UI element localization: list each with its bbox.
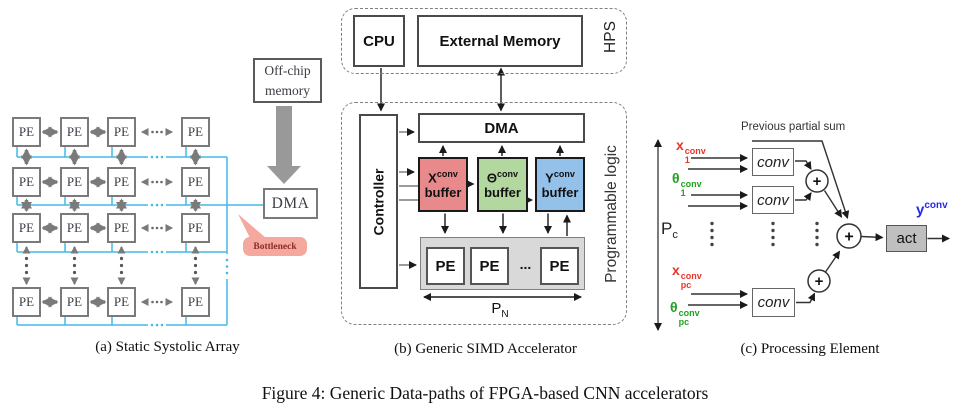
pe-cell: PE	[12, 213, 41, 243]
pe-cell: PE	[181, 117, 210, 147]
svg-text:+: +	[844, 229, 853, 246]
pe-cell: PE	[60, 213, 89, 243]
pe-cell: PE	[107, 287, 136, 317]
pn-label: PN	[491, 300, 509, 321]
pe-cell: PE	[60, 287, 89, 317]
cpu-box: CPU	[353, 15, 405, 67]
pe-lane: PE	[470, 247, 509, 285]
pe-adder-circles	[805, 169, 862, 293]
offchip-to-dma-arrow	[267, 106, 301, 184]
pe-col-dots	[710, 221, 819, 247]
conv-unit: conv	[752, 148, 794, 176]
figure-title: Figure 4: Generic Data-paths of FPGA-bas…	[261, 383, 709, 403]
systolic-pe-links	[21, 126, 201, 308]
pe-cell: PE	[107, 213, 136, 243]
svg-text:+: +	[813, 173, 822, 190]
pe-lane: PE	[426, 247, 465, 285]
systolic-omitted-row-dots	[24, 256, 198, 275]
y-conv-buffer: Yconv buffer	[535, 157, 585, 212]
simd-data-arrows	[377, 67, 582, 301]
bottleneck-label: Bottleneck	[253, 241, 297, 252]
controller-box: Controller	[359, 114, 398, 289]
programmable-logic-region	[341, 102, 627, 325]
systolic-blue-wiring	[16, 147, 263, 326]
caption-b: (b) Generic SIMD Accelerator	[394, 341, 577, 357]
bottleneck-pointer	[238, 214, 266, 238]
pe-adder-plus-signs: + + +	[813, 173, 854, 290]
systolic-row-ellipsis-links	[141, 128, 173, 306]
pe-datapath-arrows	[654, 139, 950, 331]
pe-cell: PE	[107, 167, 136, 197]
pe-cell: PE	[181, 167, 210, 197]
activation-box: act	[886, 225, 927, 252]
previous-partial-sum-label: Previous partial sum	[741, 121, 846, 133]
theta-conv-buffer: Θconv buffer	[477, 157, 528, 212]
programmable-logic-label: Programmable logic	[603, 145, 620, 283]
pe-cell: PE	[107, 117, 136, 147]
pe-cell: PE	[181, 287, 210, 317]
svg-text:+: +	[815, 273, 824, 290]
caption-c: (c) Processing Element	[740, 341, 880, 357]
pc-label: Pc	[661, 219, 678, 242]
output-yconv-label: yconv	[916, 200, 948, 219]
pe-cell: PE	[60, 167, 89, 197]
systolic-row-ellipsis-dots	[151, 130, 163, 304]
external-memory-box: External Memory	[417, 15, 583, 67]
pe-cell: PE	[12, 287, 41, 317]
pe-array-ellipsis: ...	[519, 256, 532, 272]
conv-unit: conv	[752, 288, 795, 317]
hps-region	[341, 8, 627, 74]
pe-lane: PE	[540, 247, 579, 285]
pe-cell: PE	[12, 117, 41, 147]
blue-ellipsis-dots	[150, 155, 229, 327]
pe-cell: PE	[12, 167, 41, 197]
systolic-omitted-row-arrows	[22, 246, 200, 285]
hps-label: HPS	[602, 21, 619, 53]
x-conv-buffer: Xconv buffer	[418, 157, 468, 212]
dma-box-simd: DMA	[418, 113, 585, 143]
conv-unit: conv	[752, 186, 794, 214]
pe-cell: PE	[60, 117, 89, 147]
caption-a: (a) Static Systolic Array	[95, 339, 240, 355]
bottleneck-callout: Bottleneck	[243, 237, 307, 256]
simd-control-arrows	[399, 128, 533, 269]
dma-box-systolic: DMA	[263, 188, 318, 219]
pe-cell: PE	[181, 213, 210, 243]
